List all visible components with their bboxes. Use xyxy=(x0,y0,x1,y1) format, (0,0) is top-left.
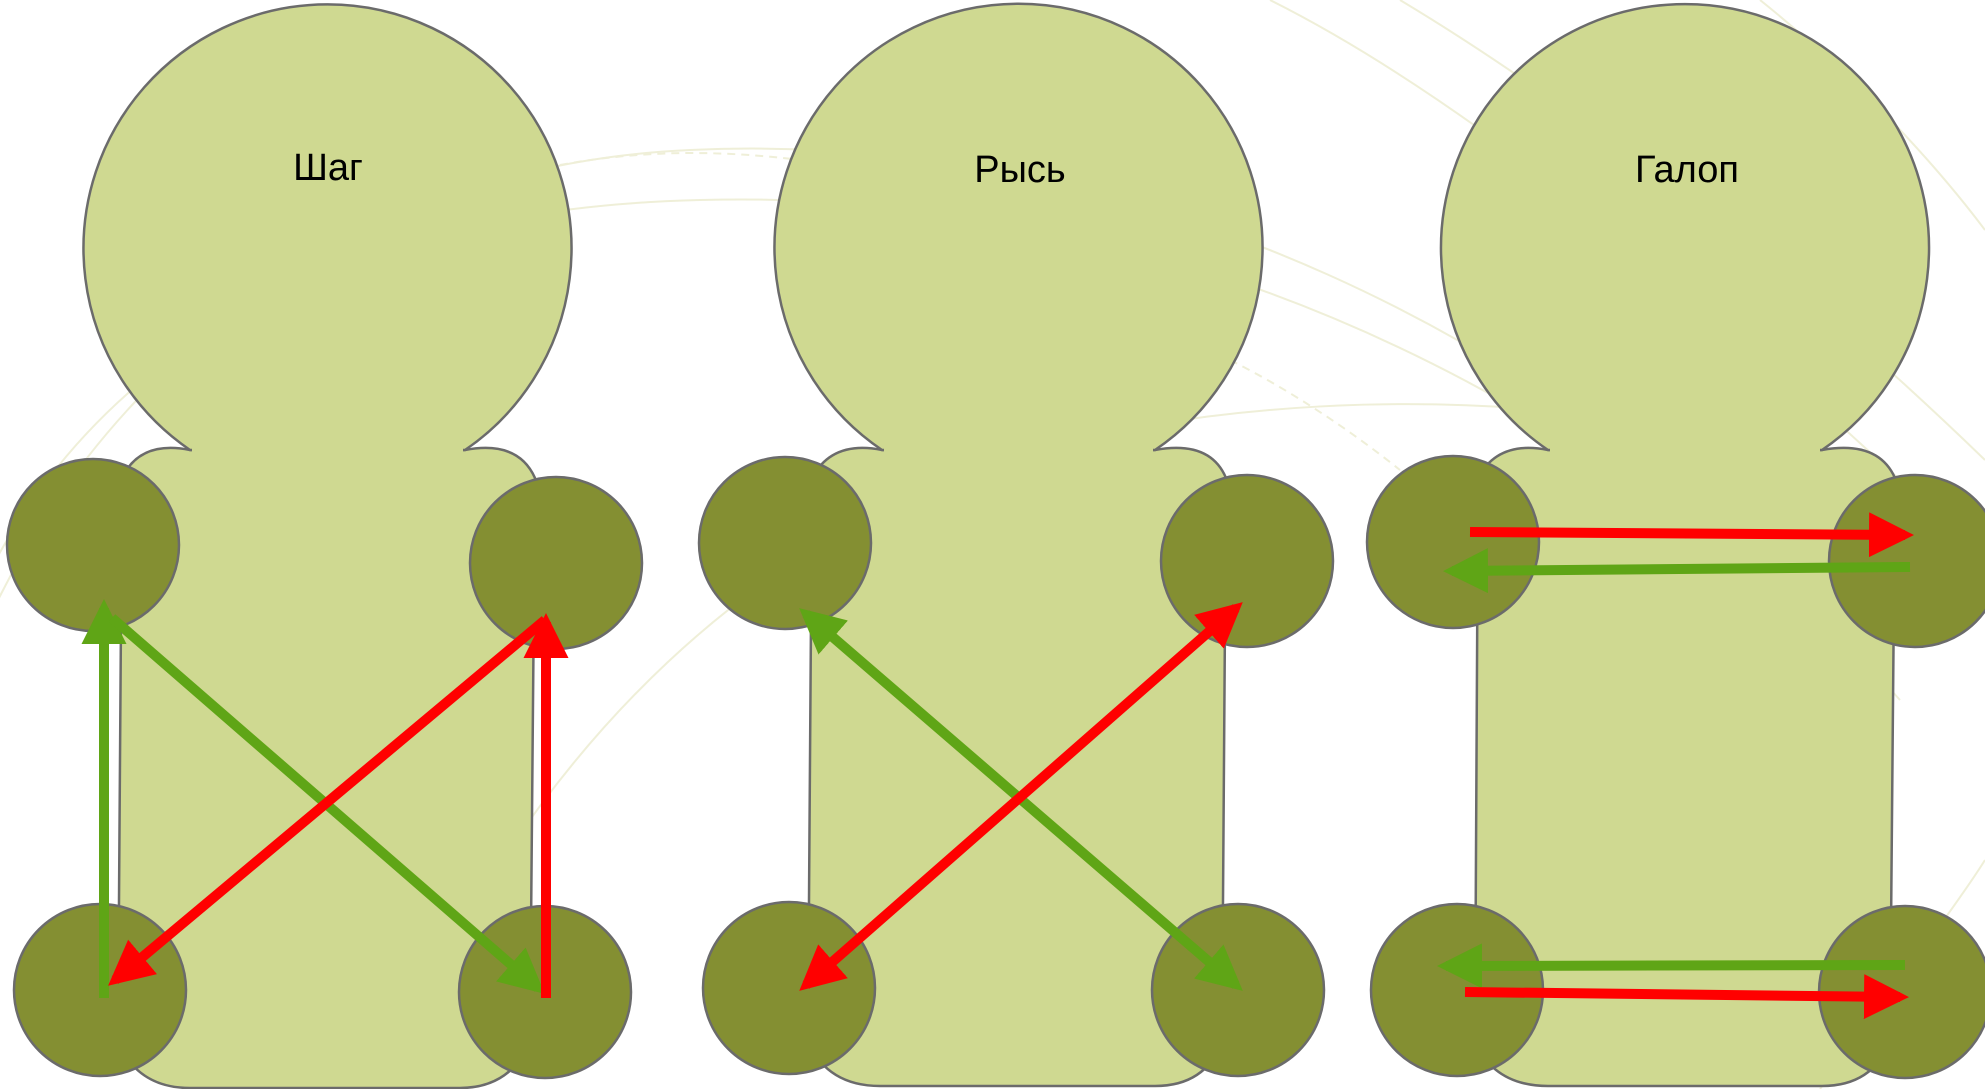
arrow-red xyxy=(1464,974,1909,1020)
horse-body xyxy=(1439,2,1931,1088)
front-right-paw xyxy=(468,475,644,651)
front-left-paw xyxy=(697,455,873,631)
panel-title: Рысь xyxy=(974,149,1065,191)
arrow-green xyxy=(1437,943,1906,989)
panel-gallop: Галоп xyxy=(1365,2,1985,1088)
arrow-red xyxy=(108,616,549,986)
panel-walk: Шаг xyxy=(5,3,644,1089)
hind-left-paw xyxy=(701,900,877,1076)
horse-body xyxy=(82,3,573,1089)
panel-title: Галоп xyxy=(1635,149,1739,191)
arrow-red xyxy=(1469,512,1914,558)
panel-trot: Рысь xyxy=(697,2,1335,1088)
front-left-paw xyxy=(1365,454,1541,630)
front-left-paw xyxy=(5,457,181,633)
arrow-green xyxy=(1443,548,1911,594)
front-right-paw xyxy=(1827,473,1985,649)
panel-title: Шаг xyxy=(293,147,363,189)
front-right-paw xyxy=(1159,473,1335,649)
arrow-red xyxy=(799,602,1243,991)
